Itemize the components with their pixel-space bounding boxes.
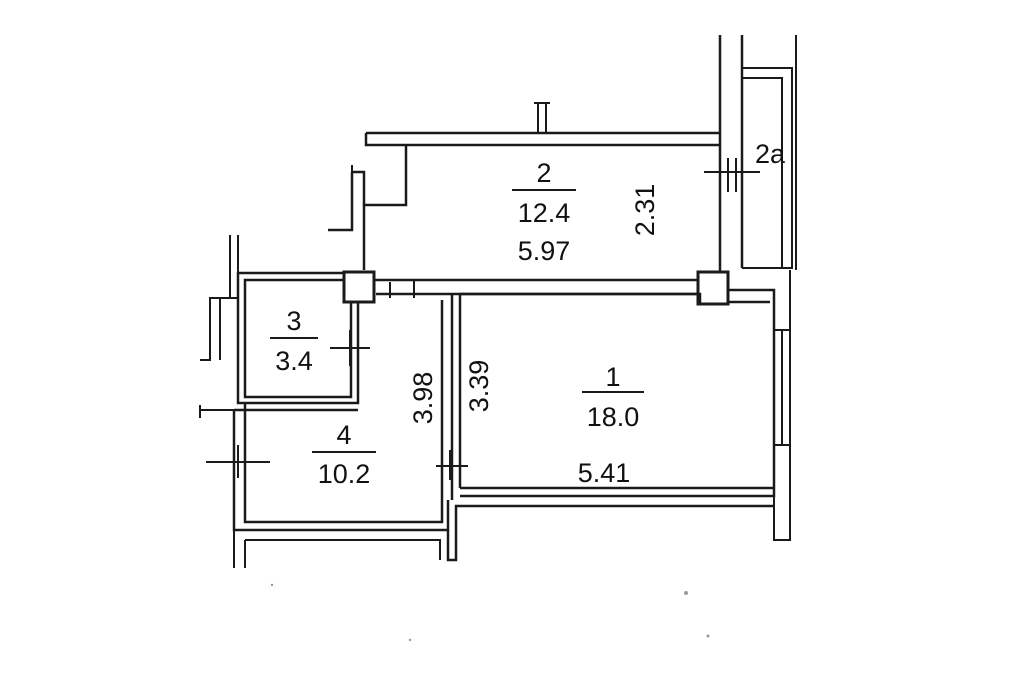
room-2-area: 12.4 [518, 198, 571, 228]
room-4-length-dimension: 3.98 [408, 372, 438, 425]
room-2-label: 2 12.4 [512, 158, 576, 228]
room-2-length-dimension: 5.97 [518, 236, 571, 266]
walls [199, 35, 797, 568]
scan-specks [270, 583, 710, 642]
room-1-area: 18.0 [587, 402, 640, 432]
room-1-label: 1 18.0 [582, 362, 644, 432]
room-1-length-dimension: 5.41 [578, 458, 631, 488]
room-2-number: 2 [536, 158, 551, 188]
room-1-number: 1 [605, 362, 620, 392]
room-4-label: 4 10.2 [312, 420, 376, 489]
room-3-label: 3 3.4 [270, 306, 318, 376]
door-marks [206, 158, 760, 480]
room-2-width-dimension: 2.31 [630, 184, 660, 237]
room-3-number: 3 [286, 306, 301, 336]
room-2a-number: 2а [755, 139, 786, 169]
room-4-number: 4 [336, 420, 351, 450]
room-3-area: 3.4 [275, 346, 313, 376]
room-4-area: 10.2 [318, 459, 371, 489]
room-1-width-dimension: 3.39 [464, 360, 494, 413]
